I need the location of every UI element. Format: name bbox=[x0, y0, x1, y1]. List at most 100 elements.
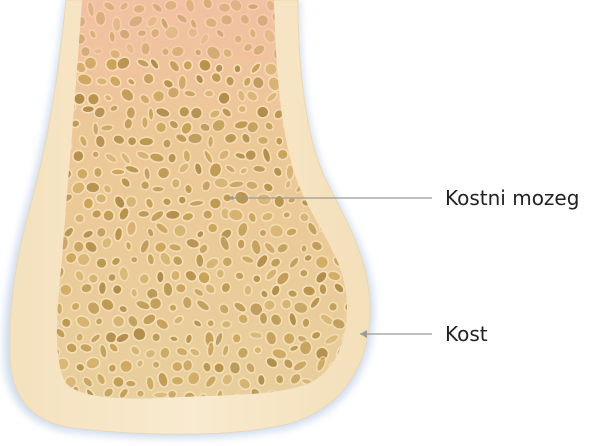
trabecular-pore bbox=[232, 333, 242, 343]
trabecular-pore bbox=[318, 102, 333, 118]
trabecular-pore bbox=[87, 93, 100, 106]
trabecular-pore bbox=[42, 2, 51, 11]
trabecular-pore bbox=[325, 123, 337, 137]
trabecular-pore bbox=[302, 44, 313, 54]
trabecular-pore bbox=[342, 61, 357, 76]
trabecular-pore bbox=[156, 271, 164, 283]
trabecular-pore bbox=[162, 139, 171, 149]
trabecular-pore bbox=[195, 253, 204, 267]
trabecular-pore bbox=[93, 167, 102, 177]
trabecular-pore bbox=[209, 198, 221, 210]
trabecular-pore bbox=[100, 124, 113, 132]
trabecular-pore bbox=[171, 376, 184, 386]
trabecular-pore bbox=[167, 153, 176, 164]
trabecular-pore bbox=[332, 46, 344, 57]
trabecular-pore bbox=[234, 65, 241, 74]
trabecular-pore bbox=[207, 136, 214, 148]
trabecular-pore bbox=[178, 75, 187, 90]
trabecular-pore bbox=[344, 117, 353, 130]
trabecular-pore bbox=[92, 122, 99, 135]
trabecular-pore bbox=[316, 13, 330, 24]
trabecular-pore bbox=[41, 31, 52, 42]
trabecular-pore bbox=[221, 320, 231, 328]
trabecular-pore bbox=[318, 283, 327, 295]
trabecular-pore bbox=[247, 3, 258, 10]
trabecular-pore bbox=[244, 285, 253, 296]
trabecular-pore bbox=[204, 90, 214, 97]
trabecular-pore bbox=[85, 181, 100, 193]
trabecular-pore bbox=[141, 117, 148, 129]
trabecular-pore bbox=[329, 58, 344, 71]
trabecular-pore bbox=[75, 214, 85, 223]
trabecular-pore bbox=[93, 48, 102, 54]
trabecular-pore bbox=[353, 43, 368, 57]
trabecular-pore bbox=[342, 0, 353, 10]
trabecular-pore bbox=[130, 256, 138, 264]
trabecular-pore bbox=[299, 269, 308, 278]
trabecular-pore bbox=[152, 333, 161, 342]
trabecular-pore bbox=[45, 15, 61, 30]
trabecular-pore bbox=[125, 380, 136, 388]
trabecular-pore bbox=[319, 74, 337, 92]
trabecular-pore bbox=[312, 2, 320, 10]
trabecular-pore bbox=[95, 193, 107, 204]
trabecular-pore bbox=[133, 4, 146, 14]
trabecular-pore bbox=[350, 10, 366, 26]
trabecular-pore bbox=[353, 193, 367, 206]
trabecular-pore bbox=[170, 270, 180, 281]
trabecular-pore bbox=[75, 332, 84, 342]
trabecular-pore bbox=[352, 105, 361, 115]
trabecular-pore bbox=[304, 16, 320, 32]
trabecular-pore bbox=[312, 120, 323, 132]
trabecular-pore bbox=[238, 105, 246, 113]
trabecular-pore bbox=[253, 346, 262, 355]
trabecular-pore bbox=[218, 2, 231, 12]
trabecular-pore bbox=[136, 389, 145, 398]
trabecular-pore bbox=[111, 169, 125, 175]
trabecular-pore bbox=[73, 240, 85, 253]
trabecular-pore bbox=[313, 27, 326, 40]
trabecular-pore bbox=[324, 31, 338, 40]
trabecular-pore bbox=[137, 29, 147, 37]
trabecular-pore bbox=[329, 130, 346, 146]
trabecular-pore bbox=[351, 79, 364, 87]
trabecular-pore bbox=[275, 137, 282, 145]
trabecular-pore bbox=[273, 195, 285, 209]
trabecular-pore bbox=[187, 133, 202, 145]
trabecular-pore bbox=[141, 42, 151, 55]
trabecular-pore bbox=[349, 165, 360, 176]
trabecular-pore bbox=[337, 106, 345, 114]
trabecular-pore bbox=[126, 106, 136, 119]
trabecular-pore bbox=[161, 47, 169, 56]
trabecular-pore bbox=[153, 392, 168, 399]
trabecular-pore bbox=[95, 11, 106, 26]
trabecular-pore bbox=[40, 61, 49, 71]
trabecular-pore bbox=[126, 196, 137, 208]
trabecular-pore bbox=[171, 361, 183, 372]
trabecular-pore bbox=[355, 222, 365, 235]
trabecular-pore bbox=[311, 91, 321, 100]
trabecular-pore bbox=[39, 89, 48, 98]
trabecular-pore bbox=[331, 10, 349, 27]
trabecular-pore bbox=[175, 283, 187, 294]
trabecular-pore bbox=[257, 136, 268, 145]
trabecular-pore bbox=[138, 210, 150, 217]
trabecular-pore bbox=[301, 245, 307, 253]
trabecular-pore bbox=[98, 281, 107, 295]
trabecular-pore bbox=[322, 134, 332, 144]
label-bone: Kost bbox=[445, 324, 488, 344]
trabecular-pore bbox=[82, 105, 95, 113]
trabecular-pore bbox=[216, 269, 224, 279]
trabecular-pore bbox=[139, 137, 154, 146]
trabecular-pore bbox=[340, 85, 357, 102]
trabecular-pore bbox=[96, 77, 108, 86]
trabecular-pore bbox=[325, 0, 340, 11]
label-bone-marrow: Kostni mozeg bbox=[445, 188, 579, 208]
trabecular-pore bbox=[308, 62, 322, 76]
trabecular-pore bbox=[329, 88, 340, 98]
trabecular-pore bbox=[120, 360, 133, 372]
trabecular-pore bbox=[171, 178, 181, 189]
trabecular-pore bbox=[165, 210, 180, 220]
trabecular-pore bbox=[112, 17, 121, 32]
